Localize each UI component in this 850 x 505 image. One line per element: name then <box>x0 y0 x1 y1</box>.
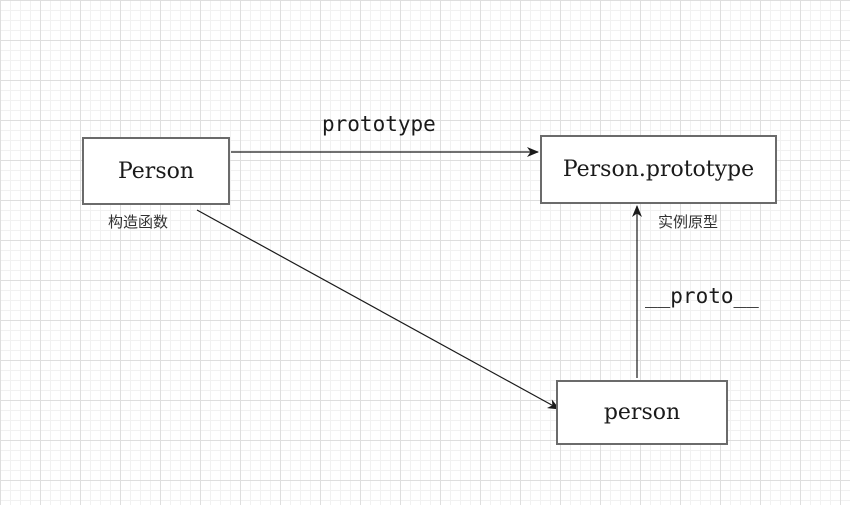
node-person-instance-label: person <box>603 400 681 425</box>
edge-label-prototype: prototype <box>322 112 436 136</box>
node-person-prototype-label: Person.prototype <box>562 157 755 182</box>
edge-constructor-to-instance <box>196 209 560 410</box>
edge-label-proto: __proto__ <box>645 284 759 308</box>
node-person-constructor[interactable]: Person <box>82 137 230 205</box>
node-person-prototype[interactable]: Person.prototype <box>540 135 777 204</box>
node-person-instance[interactable]: person <box>556 380 728 445</box>
note-constructor: 构造函数 <box>108 213 169 231</box>
node-person-constructor-label: Person <box>117 158 195 184</box>
note-instance-prototype: 实例原型 <box>658 213 719 231</box>
